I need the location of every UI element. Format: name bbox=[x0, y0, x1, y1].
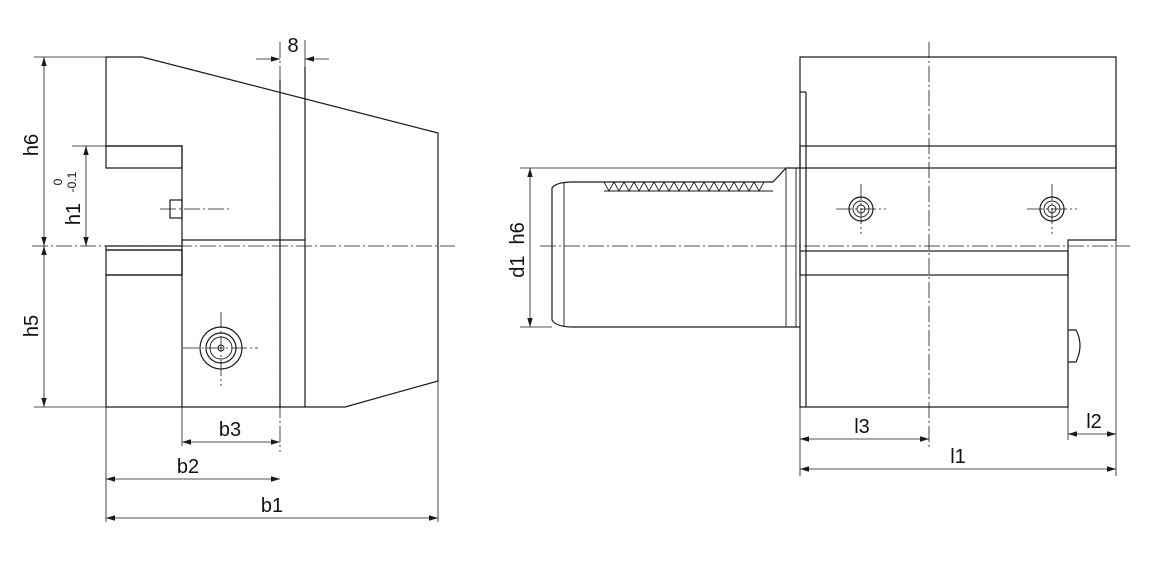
label-b3: b3 bbox=[219, 419, 241, 441]
label-8: 8 bbox=[287, 35, 298, 57]
label-l2: l2 bbox=[1086, 411, 1102, 433]
left-body-outline bbox=[105, 56, 439, 408]
left-upper-insert bbox=[105, 145, 183, 169]
label-h5: h5 bbox=[21, 315, 43, 337]
label-d1h6: d1 h6 bbox=[507, 222, 529, 278]
right-body-outline bbox=[799, 56, 1117, 408]
shank-serration bbox=[603, 181, 773, 192]
label-l1: l1 bbox=[950, 446, 966, 468]
left-lower-insert bbox=[105, 249, 183, 276]
label-b2: b2 bbox=[177, 456, 199, 478]
left-view: h6 h5 h1 0 -0.1 b3 b2 b1 8 bbox=[21, 35, 455, 522]
label-h1-tol-upper: 0 bbox=[51, 178, 65, 185]
label-h1: h1 bbox=[63, 203, 85, 225]
label-h6-left: h6 bbox=[21, 134, 43, 156]
right-view: d1 h6 l3 l1 l2 bbox=[507, 42, 1130, 476]
right-upper-rail bbox=[799, 145, 1117, 169]
label-b1: b1 bbox=[261, 495, 283, 517]
right-side-knob bbox=[1068, 329, 1081, 363]
label-h1-tol-lower: -0.1 bbox=[65, 171, 79, 192]
right-lower-rail bbox=[799, 250, 1069, 276]
left-bolt bbox=[199, 326, 243, 370]
label-l3: l3 bbox=[854, 416, 870, 438]
shank bbox=[551, 167, 800, 328]
